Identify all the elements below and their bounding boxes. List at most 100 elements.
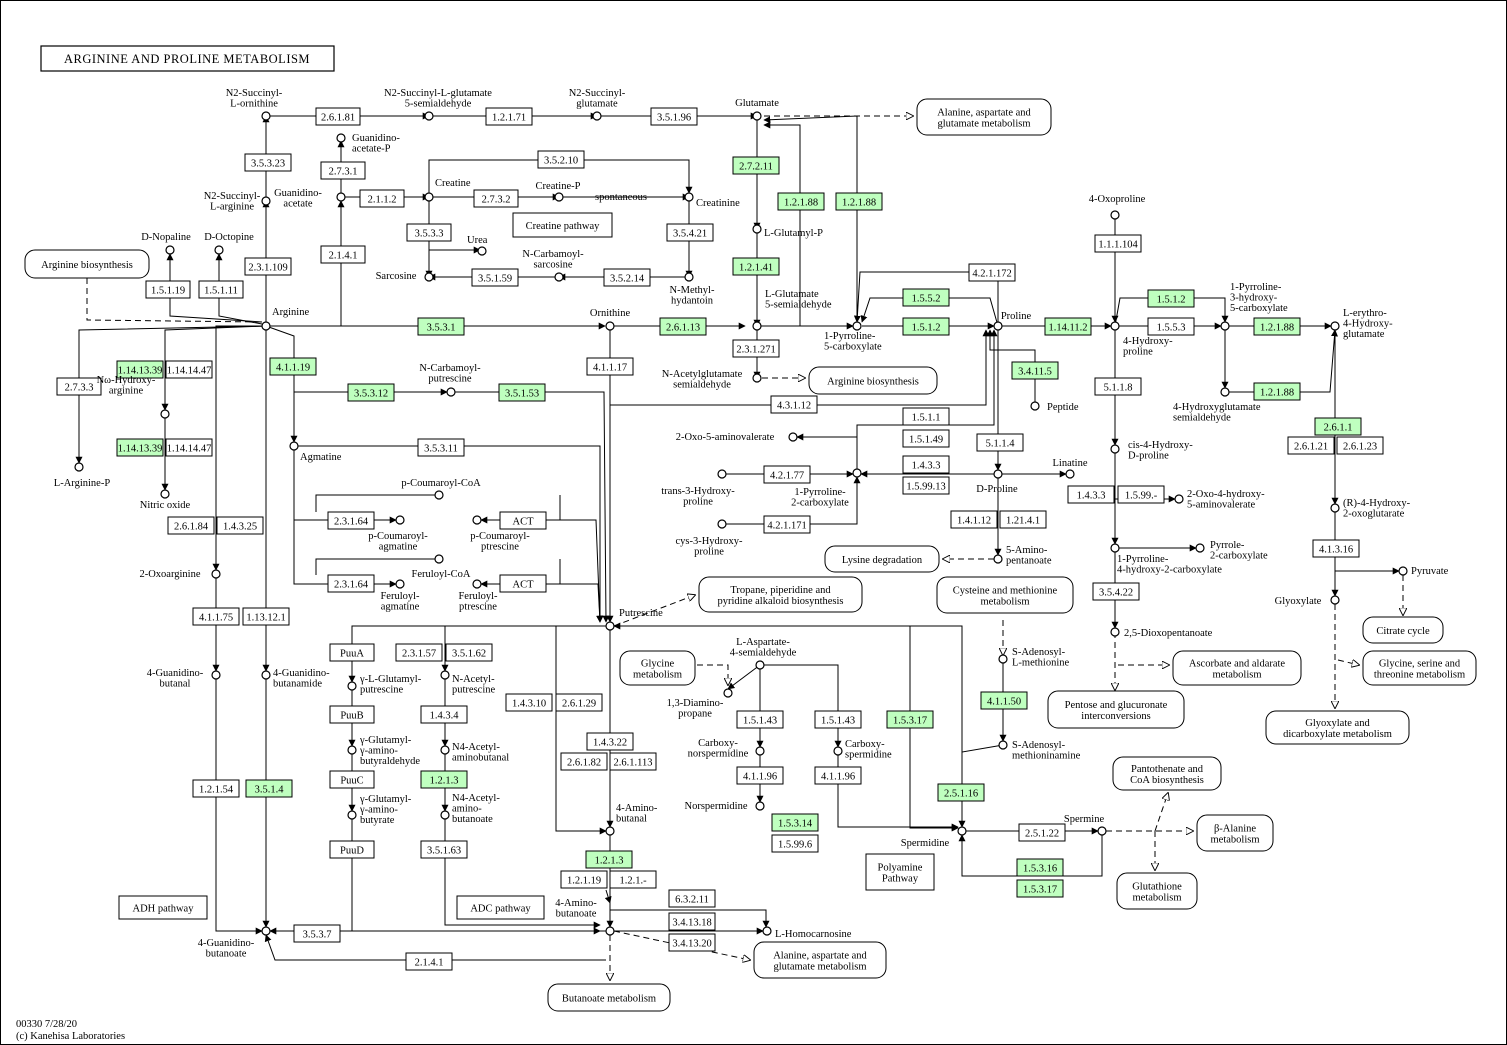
enzyme-2-3-1-57[interactable]: 2.3.1.57 (395, 643, 443, 662)
compound-oxoamv[interactable]: 2-Oxo-5-aminovalerate (676, 432, 798, 443)
enzyme-2-6-1-29[interactable]: 2.6.1.29 (555, 693, 603, 712)
compound-ornithine[interactable]: Ornithine (590, 308, 631, 331)
compound-node[interactable] (440, 745, 450, 755)
enzyme-3-5-1-53[interactable]: 3.5.1.53 (498, 383, 546, 402)
enzyme-1-2-1-3b[interactable]: 1.2.1.3 (585, 850, 633, 869)
enzyme-2-6-1-21[interactable]: 2.6.1.21 (1287, 436, 1335, 455)
compound-node[interactable] (214, 245, 224, 255)
compound-guacetp[interactable]: Guanidino-acetate-P (336, 133, 400, 155)
compound-node[interactable] (1220, 321, 1230, 331)
compound-node[interactable] (336, 133, 346, 143)
compound-node[interactable] (1174, 494, 1184, 504)
compound-sam[interactable]: S-Adenosyl-L-methionine (998, 647, 1069, 669)
compound-node[interactable] (440, 670, 450, 680)
pathway-link-adc[interactable]: ADC pathway (456, 895, 545, 920)
compound-carbnsp[interactable]: Carboxy-norspermidine (688, 738, 765, 760)
compound-spermine[interactable]: Spermine (1064, 814, 1107, 836)
enzyme-4-3-1-12[interactable]: 4.3.1.12 (770, 395, 818, 414)
compound-node[interactable] (605, 826, 615, 836)
compound-aminobutanal[interactable]: 4-Amino-butanal (605, 803, 658, 836)
compound-succorn[interactable]: N2-Succinyl-L-ornithine (226, 88, 283, 121)
enzyme-2-6-1-81[interactable]: 2.6.1.81 (315, 107, 361, 126)
enzyme-2-5-1-16[interactable]: 2.5.1.16 (937, 783, 985, 802)
enzyme-4-2-1-172[interactable]: 4.2.1.172 (968, 263, 1016, 282)
compound-node[interactable] (395, 515, 405, 525)
enzyme-1-5-1-49[interactable]: 1.5.1.49 (902, 429, 950, 448)
compound-glup[interactable]: L-Glutamyl-P (752, 224, 823, 239)
compound-largp[interactable]: L-Arginine-P (54, 462, 111, 489)
compound-node[interactable] (434, 490, 444, 500)
enzyme-2-7-3-3[interactable]: 2.7.3.3 (56, 377, 102, 396)
compound-fercoa[interactable]: Feruloyl-CoA (412, 554, 471, 580)
compound-pyrrole[interactable]: Pyrrole-2-carboxylate (1195, 540, 1268, 562)
compound-spont[interactable]: spontaneous (595, 192, 647, 203)
compound-node[interactable] (554, 272, 564, 282)
pathway-link-creatine[interactable]: Creatine pathway (512, 212, 613, 238)
compound-node[interactable] (852, 468, 862, 478)
compound-proline[interactable]: Proline (993, 311, 1031, 331)
enzyme-3-5-2-14[interactable]: 3.5.2.14 (603, 268, 651, 287)
enzyme-2-6-1-23[interactable]: 2.6.1.23 (1336, 436, 1384, 455)
pathway-link-lysine[interactable]: Lysine degradation (824, 545, 940, 573)
compound-hypro[interactable]: 4-Hydroxy-proline (1110, 321, 1173, 358)
enzyme-3-5-1-62[interactable]: 3.5.1.62 (445, 643, 493, 662)
enzyme-actA[interactable]: ACT (499, 511, 547, 530)
enzyme-3-5-4-22[interactable]: 3.5.4.22 (1092, 582, 1140, 601)
enzyme-4-1-1-19[interactable]: 4.1.1.19 (269, 357, 317, 376)
compound-sadmet[interactable]: S-Adenosyl-methioninamine (998, 740, 1081, 762)
compound-node[interactable] (261, 670, 271, 680)
compound-putrescine[interactable]: Putrescine (605, 608, 663, 631)
enzyme-2-1-4-1a[interactable]: 2.1.4.1 (320, 245, 366, 264)
enzyme-1-5-3-14[interactable]: 1.5.3.14 (771, 813, 819, 832)
enzyme-1-2-1-88d[interactable]: 1.2.1.88 (1253, 382, 1301, 401)
enzyme-1-5-5-3[interactable]: 1.5.5.3 (1147, 317, 1195, 336)
enzyme-1-5-99-6[interactable]: 1.5.99.6 (771, 834, 819, 853)
enzyme-1-4-3-25[interactable]: 1.4.3.25 (216, 516, 264, 535)
enzyme-1-14-13-39a[interactable]: 1.14.13.39 (116, 360, 164, 379)
enzyme-1-2-1-19[interactable]: 1.2.1.19 (560, 870, 608, 889)
enzyme-1-5-1-1[interactable]: 1.5.1.1 (902, 407, 950, 426)
enzyme-1-5-99-[interactable]: 1.5.99.- (1117, 485, 1165, 504)
enzyme-2-1-4-1b[interactable]: 2.1.4.1 (405, 952, 453, 971)
enzyme-1-4-3-3b[interactable]: 1.4.3.3 (1067, 485, 1115, 504)
enzyme-puuA[interactable]: PuuA (329, 643, 375, 662)
compound-node[interactable] (1330, 321, 1340, 331)
compound-pcagm[interactable]: p-Coumaroyl-agmatine (368, 515, 428, 553)
compound-dnop[interactable]: D-Nopaline (141, 232, 191, 255)
enzyme-2-3-1-271[interactable]: 2.3.1.271 (732, 339, 780, 358)
pathway-link-argbio2[interactable]: Arginine biosynthesis (808, 366, 938, 395)
compound-node[interactable] (347, 681, 357, 691)
enzyme-3-5-1-63[interactable]: 3.5.1.63 (420, 840, 468, 859)
enzyme-puuC[interactable]: PuuC (329, 770, 375, 789)
compound-node[interactable] (993, 554, 1003, 564)
enzyme-2-3-1-109[interactable]: 2.3.1.109 (244, 257, 292, 276)
compound-node[interactable] (446, 387, 456, 397)
enzyme-3-5-2-10[interactable]: 3.5.2.10 (537, 150, 585, 169)
enzyme-1-5-3-16[interactable]: 1.5.3.16 (1016, 858, 1064, 877)
compound-node[interactable] (755, 746, 765, 756)
enzyme-2-6-1-113[interactable]: 2.6.1.113 (609, 752, 657, 771)
enzyme-6-3-2-11[interactable]: 6.3.2.11 (668, 889, 716, 908)
enzyme-3-5-1-96[interactable]: 3.5.1.96 (650, 107, 698, 126)
compound-p2c[interactable]: 1-Pyrroline-2-carboxylate (791, 468, 862, 509)
compound-p5c[interactable]: 1-Pyrroline-5-carboxylate (824, 321, 882, 353)
enzyme-4-1-1-50[interactable]: 4.1.1.50 (980, 691, 1028, 710)
compound-node[interactable] (336, 192, 346, 202)
compound-node[interactable] (1110, 321, 1120, 331)
enzyme-puuD[interactable]: PuuD (329, 840, 375, 859)
enzyme-3-4-13-18[interactable]: 3.4.13.18 (668, 912, 716, 931)
compound-pcput[interactable]: p-Coumaroyl-ptrescine (470, 515, 530, 553)
enzyme-1-5-3-17b[interactable]: 1.5.3.17 (1016, 879, 1064, 898)
enzyme-3-5-3-12[interactable]: 3.5.3.12 (347, 383, 395, 402)
enzyme-2-3-1-64b[interactable]: 2.3.1.64 (327, 574, 375, 593)
compound-node[interactable] (261, 926, 271, 936)
compound-glubutal[interactable]: γ-Glutamyl-γ-amino-butyraldehyde (347, 735, 420, 767)
compound-node[interactable] (752, 224, 762, 234)
compound-node[interactable] (289, 441, 299, 451)
